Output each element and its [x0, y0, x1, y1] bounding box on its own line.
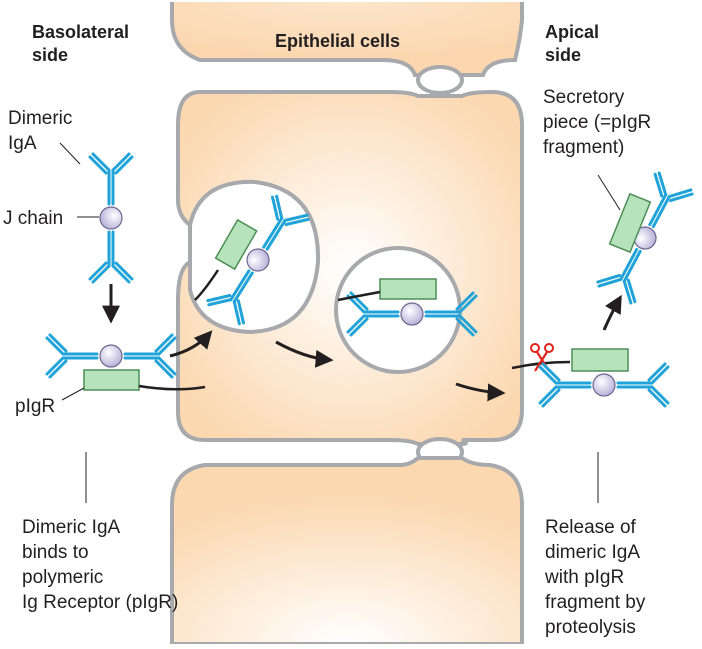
caption-left-4: Ig Receptor (pIgR)	[22, 592, 178, 613]
transcytotic-vesicle	[334, 246, 462, 374]
leader-secretory	[597, 174, 621, 211]
label-dimeric-1: Dimeric	[8, 108, 72, 129]
label-apical-2: side	[545, 45, 581, 65]
label-secretory-2: piece (=pIgR	[543, 112, 651, 133]
pigr-tail	[138, 384, 206, 391]
caption-right-4: fragment by	[545, 592, 646, 613]
pigr-in-transcytotic-vesicle	[379, 278, 437, 300]
label-secretory-3: fragment)	[543, 137, 624, 158]
arrow-release	[602, 294, 622, 331]
arrow-to-vesicle	[169, 330, 213, 358]
tight-junction-top	[416, 65, 464, 95]
label-apical-1: Apical	[545, 22, 599, 42]
label-j-chain: J chain	[3, 208, 63, 229]
arrow-to-apical	[455, 382, 506, 402]
bottom-cell	[170, 456, 524, 646]
caption-right-5: proteolysis	[545, 617, 636, 638]
caption-left-1: Dimeric IgA	[22, 517, 121, 538]
pigr-at-membrane	[571, 348, 629, 372]
caption-right-1: Release of	[545, 517, 637, 538]
leader-dimeric	[59, 142, 81, 165]
label-epithelial-cells: Epithelial cells	[275, 31, 400, 51]
leader-pigr	[61, 387, 85, 401]
label-basolateral-1: Basolateral	[32, 22, 129, 42]
pigr-receptor	[83, 369, 140, 391]
secretory-piece	[608, 192, 652, 254]
pigr-in-endosome	[214, 218, 258, 271]
label-secretory-1: Secretory	[543, 87, 625, 108]
label-basolateral-2: side	[32, 45, 68, 65]
caption-right-2: dimeric IgA	[545, 542, 640, 563]
caption-left-3: polymeric	[22, 567, 103, 588]
arrow-transcytosis	[275, 340, 334, 368]
dimeric-iga-free	[88, 152, 134, 284]
caption-left-2: binds to	[22, 542, 89, 563]
label-dimeric-2: IgA	[8, 133, 37, 154]
secretory-iga	[594, 170, 696, 306]
label-pigr: pIgR	[15, 396, 55, 417]
caption-right-3: with pIgR	[544, 567, 624, 588]
